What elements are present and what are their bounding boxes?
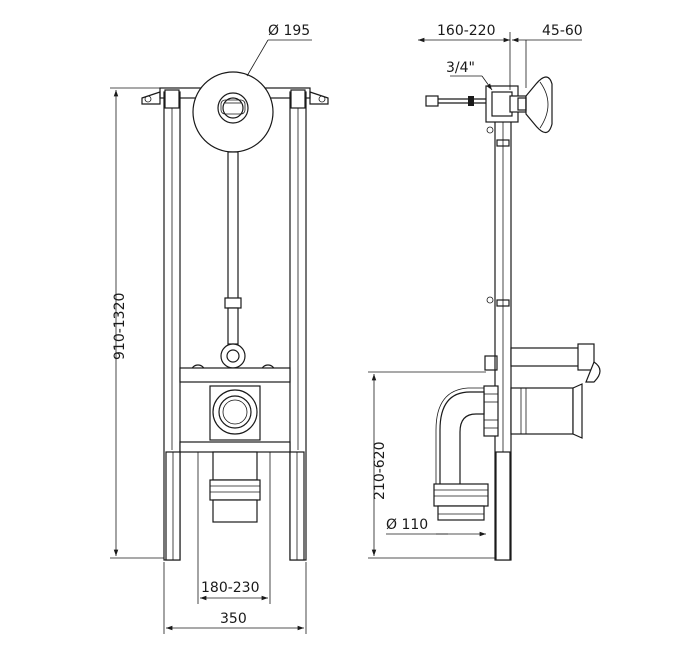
plate-diameter-dimension: Ø 195 [246,23,312,77]
outlet-height-label: 210-620 [372,442,388,501]
side-drain-outlet [433,483,489,507]
water-inlet-dimension: 3/4" [446,60,493,91]
support-arm [510,347,584,367]
wall-depth-label: 160-220 [437,23,496,39]
bottom-cross-bar [179,441,291,453]
left-top-block [164,89,180,109]
frame-width-label: 350 [220,611,247,627]
flush-button-icon [220,99,246,115]
flush-pipe [227,151,239,301]
front-view [141,71,329,561]
flush-button-ring [217,92,249,124]
right-wall-bracket [309,91,329,105]
flush-plate [192,71,274,153]
frame-height-label: 910-1320 [112,293,128,360]
drain-outlet [209,479,261,501]
drain-diameter-dimension: Ø 110 [386,517,486,537]
foot-spacing-dimension: 180-230 [197,452,271,604]
water-inlet-label: 3/4" [446,60,475,76]
side-view [425,76,601,561]
left-wall-bracket [141,91,161,105]
side-foot [495,451,511,561]
pipe-connector [220,343,246,369]
outlet-height-dimension: 210-620 [368,371,496,559]
drain-diameter-label: Ø 110 [386,517,428,533]
plate-offset-label: 45-60 [542,23,583,39]
plate-offset-dimension: 45-60 [512,23,583,88]
wall-depth-dimension: 160-220 [418,23,511,90]
right-top-block [290,89,306,109]
drain-elbow [439,391,485,487]
cross-bar [179,367,291,383]
plate-diameter-label: Ø 195 [268,23,310,39]
drain-ring-outer [212,389,258,435]
water-inlet-fitting [425,95,439,107]
bowl-connector-pipe [510,387,574,435]
foot-spacing-label: 180-230 [201,580,260,596]
frame-height-dimension: 910-1320 [110,87,164,559]
frame-width-dimension: 350 [163,562,307,634]
